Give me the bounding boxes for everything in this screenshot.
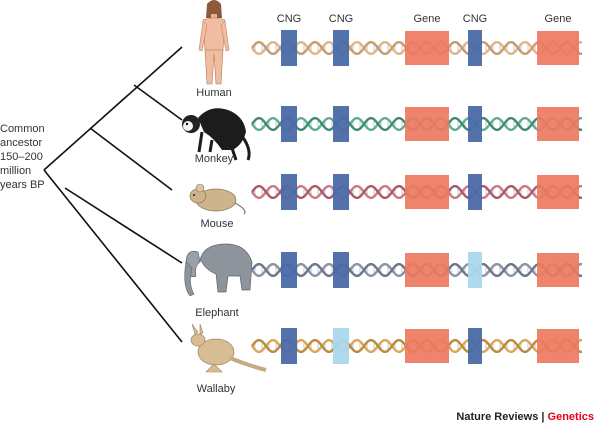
cng-block-elephant-2 — [333, 252, 349, 288]
gene-block-mouse-5 — [537, 175, 579, 209]
ancestor-label: Common ancestor 150–200 million years BP — [0, 123, 45, 191]
ancestor-line-2: ancestor — [0, 137, 43, 149]
tree-branch-human — [43, 46, 183, 171]
gene-block-human-3 — [405, 31, 449, 65]
dna-track-mouse — [251, 174, 582, 210]
species-label-elephant: Elephant — [195, 307, 238, 319]
ancestor-line-5: years BP — [0, 179, 45, 191]
column-header-cng-3: CNG — [463, 13, 487, 25]
cng-block-monkey-1 — [281, 106, 297, 142]
cng-block-missing-elephant-4 — [468, 252, 482, 288]
gene-block-monkey-5 — [537, 107, 579, 141]
monkey-illustration — [182, 108, 251, 161]
cng-block-missing-wallaby-2 — [333, 328, 349, 364]
dna-track-elephant — [251, 252, 582, 288]
column-header-gene-1: Gene — [414, 13, 441, 25]
dna-track-wallaby — [251, 328, 582, 364]
cng-block-monkey-4 — [468, 106, 482, 142]
dna-track-human — [251, 30, 582, 66]
cng-block-human-2 — [333, 30, 349, 66]
species-label-mouse: Mouse — [200, 218, 233, 230]
tree-branch-mouse — [89, 127, 173, 191]
species-label-human: Human — [196, 87, 231, 99]
cng-block-human-1 — [281, 30, 297, 66]
human-illustration — [198, 0, 230, 85]
ancestor-line-1: Common — [0, 123, 45, 135]
ancestor-line-4: million — [0, 165, 31, 177]
cng-block-wallaby-1 — [281, 328, 297, 364]
elephant-illustration — [184, 243, 253, 297]
credit-separator: | — [538, 411, 547, 423]
tree-branch-elephant — [64, 187, 183, 264]
dna-track-monkey — [251, 106, 582, 142]
gene-block-mouse-3 — [405, 175, 449, 209]
gene-block-elephant-3 — [405, 253, 449, 287]
gene-block-elephant-5 — [537, 253, 579, 287]
credit-journal: Nature Reviews — [456, 411, 538, 423]
gene-block-human-5 — [537, 31, 579, 65]
gene-block-wallaby-5 — [537, 329, 579, 363]
gene-block-monkey-3 — [405, 107, 449, 141]
credit-section: Genetics — [548, 411, 594, 423]
cng-block-mouse-4 — [468, 174, 482, 210]
species-label-monkey: Monkey — [195, 153, 234, 165]
cng-block-elephant-1 — [281, 252, 297, 288]
cng-block-human-4 — [468, 30, 482, 66]
credit-line: Nature Reviews | Genetics — [456, 411, 594, 423]
dna-tracks — [251, 30, 582, 364]
gene-block-wallaby-3 — [405, 329, 449, 363]
ancestor-line-3: 150–200 — [0, 151, 43, 163]
wallaby-illustration — [190, 323, 267, 373]
mouse-illustration — [189, 183, 246, 215]
cng-block-wallaby-4 — [468, 328, 482, 364]
cng-block-monkey-2 — [333, 106, 349, 142]
phylogenetic-tree — [43, 46, 183, 343]
column-header-gene-2: Gene — [545, 13, 572, 25]
tree-branch-wallaby — [43, 169, 183, 343]
column-header-cng-2: CNG — [329, 13, 353, 25]
column-header-cng-1: CNG — [277, 13, 301, 25]
species-label-wallaby: Wallaby — [197, 383, 236, 395]
cng-block-mouse-2 — [333, 174, 349, 210]
cng-block-mouse-1 — [281, 174, 297, 210]
tree-branch-monkey — [133, 84, 183, 121]
